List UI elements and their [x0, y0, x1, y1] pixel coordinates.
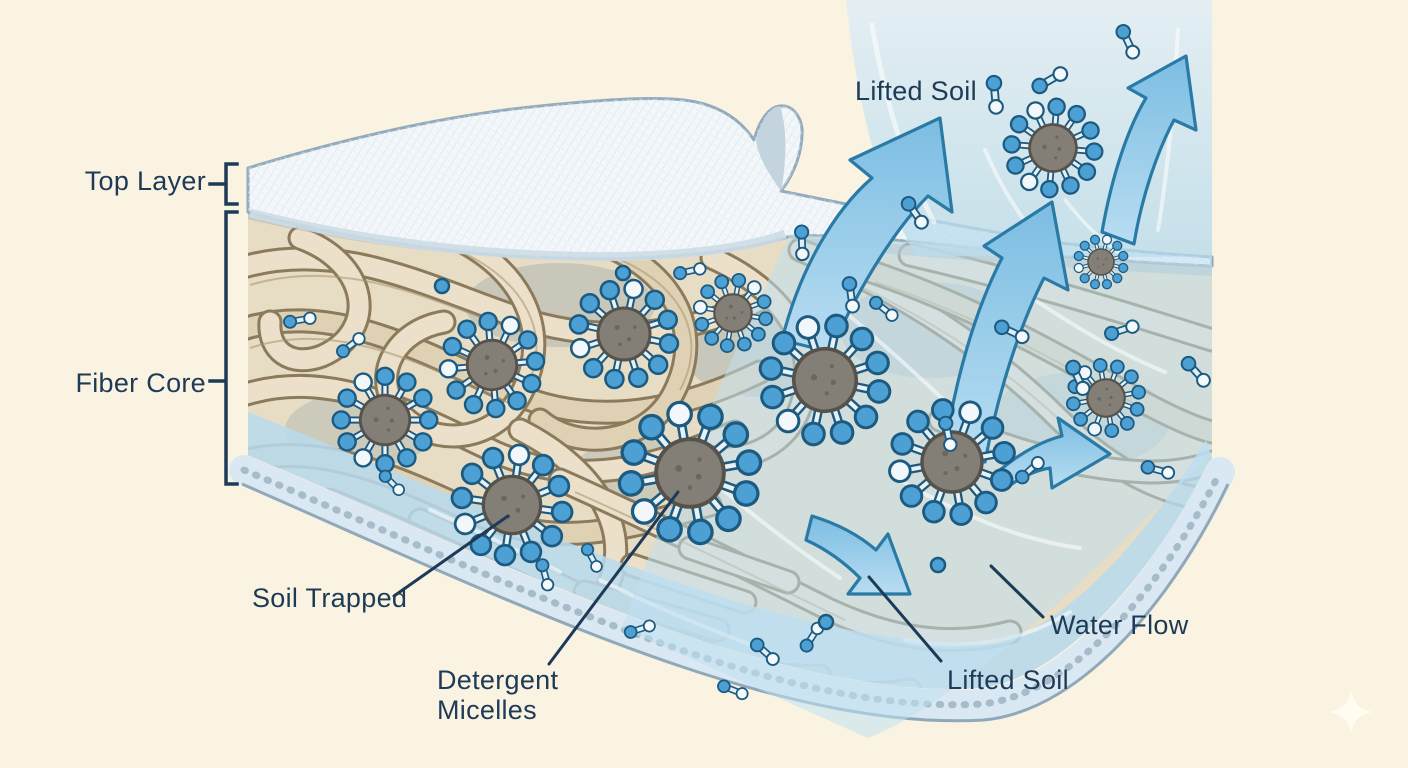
sparkle-icon	[1329, 690, 1373, 733]
top-layer-bracket	[208, 162, 239, 206]
water-flow-arrow-icon	[804, 514, 912, 596]
water-flow-leader	[989, 564, 1045, 619]
detergent-micelles-leader	[547, 490, 680, 666]
fiber-core-bracket	[208, 210, 239, 486]
water-droplet-icon	[433, 277, 451, 295]
water-flow-arrow-icon	[780, 116, 954, 354]
detergent-micelles-label-line2: Micelles	[437, 695, 537, 725]
water-droplet-icon	[817, 613, 835, 631]
annotations: Top Layer Fiber Core Soil Trapped Deterg…	[75, 76, 1188, 725]
soil-trapped-label: Soil Trapped	[252, 583, 407, 613]
lifted-soil-top-label: Lifted Soil	[855, 76, 977, 106]
fiber-core-label: Fiber Core	[75, 368, 206, 398]
top-layer-label: Top Layer	[85, 166, 206, 196]
lifted-soil-bottom-label: Lifted Soil	[947, 665, 1069, 695]
water-droplet-icon	[929, 556, 947, 574]
water-droplet-icon	[614, 264, 632, 282]
lifted-soil-bottom-leader	[867, 575, 943, 663]
detergent-micelles-label-line1: Detergent	[437, 665, 558, 695]
water-flow-label: Water Flow	[1050, 610, 1189, 640]
soil-trapped-leader	[392, 514, 510, 598]
water-flow-arrow-icon	[1100, 54, 1198, 246]
